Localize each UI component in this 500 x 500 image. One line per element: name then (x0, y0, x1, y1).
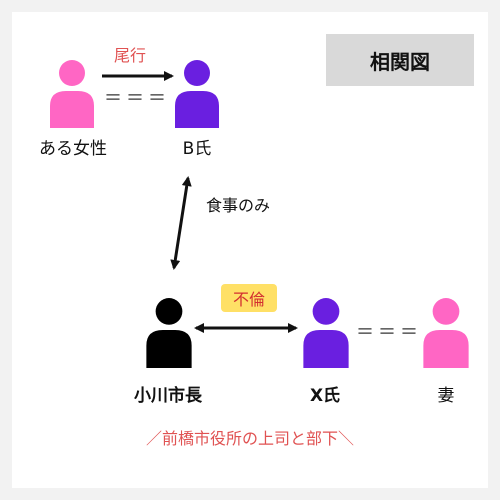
woman-b-equal-sign: ＝＝＝ (104, 88, 170, 109)
stalking-label: 尾行 (114, 46, 147, 65)
x-wife-equal-sign: ＝＝＝ (356, 322, 422, 343)
wife-label: 妻 (437, 386, 455, 406)
woman-person-icon (48, 58, 96, 128)
b-label: B氏 (182, 139, 212, 159)
relationship-footnote: ／前橋市役所の上司と部下＼ (145, 429, 354, 448)
meals-arrow (170, 176, 192, 270)
mayor-person-icon (144, 296, 194, 368)
affair-tag: 不倫 (221, 284, 277, 312)
meals-label: 食事のみ (206, 196, 271, 215)
x-person-icon (301, 296, 351, 368)
wife-person-icon (421, 296, 471, 368)
x-label: X氏 (309, 386, 341, 406)
woman-label: ある女性 (39, 139, 107, 159)
diagram-canvas (12, 12, 488, 488)
diagram-title: 相関図 (326, 34, 474, 86)
mayor-label: 小川市長 (134, 386, 202, 406)
b-person-icon (173, 58, 221, 128)
